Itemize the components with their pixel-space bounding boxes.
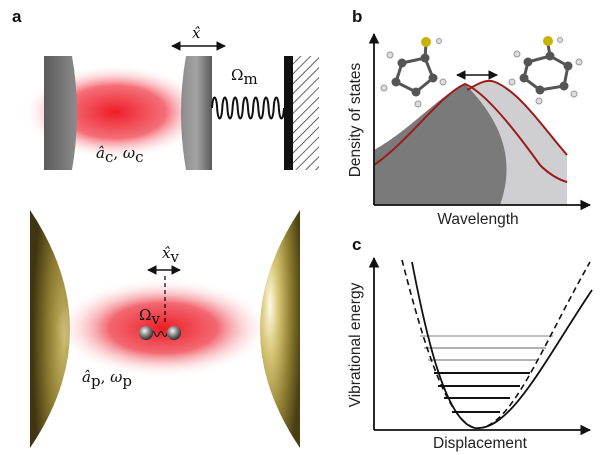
vib-freq-label: Ωv: [139, 306, 160, 328]
movable-mirror: [181, 56, 212, 170]
wall: [284, 56, 293, 170]
left-mirror: [44, 56, 77, 170]
panel-b-xlabel: Wavelength: [437, 211, 518, 228]
plasmon-beam: [55, 278, 271, 378]
molecule-free-icon: [508, 36, 583, 105]
panel-c-xlabel: Displacement: [433, 435, 528, 452]
dos-peak-2: [467, 81, 567, 205]
spring: [211, 96, 285, 120]
panel-a-label: a: [12, 7, 22, 26]
dos-curve-2: [466, 80, 568, 156]
panel-c-ylabel: Vibrational energy: [347, 282, 364, 407]
vib-displacement-label: x̂v: [162, 244, 179, 266]
panel-b-ylabel: Density of states: [347, 62, 364, 177]
displacement-label: x̂: [192, 24, 201, 42]
right-nanoparticle: [260, 210, 300, 448]
cavity-mode-label: âc, ωc: [96, 144, 144, 166]
mech-freq-label: Ωm: [231, 66, 258, 88]
anharmonic-potential: [411, 261, 593, 429]
atom-left: [139, 326, 153, 340]
molecule-bound-icon: [380, 37, 447, 108]
left-nanoparticle: [30, 210, 70, 448]
wall-hatching: [293, 56, 319, 170]
dos-curve-1: [373, 82, 568, 183]
plasmon-mode-label: âp, ωp: [82, 368, 132, 390]
panel-b-label: b: [352, 7, 362, 26]
harmonic-potential: [401, 259, 591, 429]
atom-right: [167, 326, 181, 340]
energy-levels: [420, 335, 553, 413]
panel-c-label: c: [352, 235, 361, 254]
